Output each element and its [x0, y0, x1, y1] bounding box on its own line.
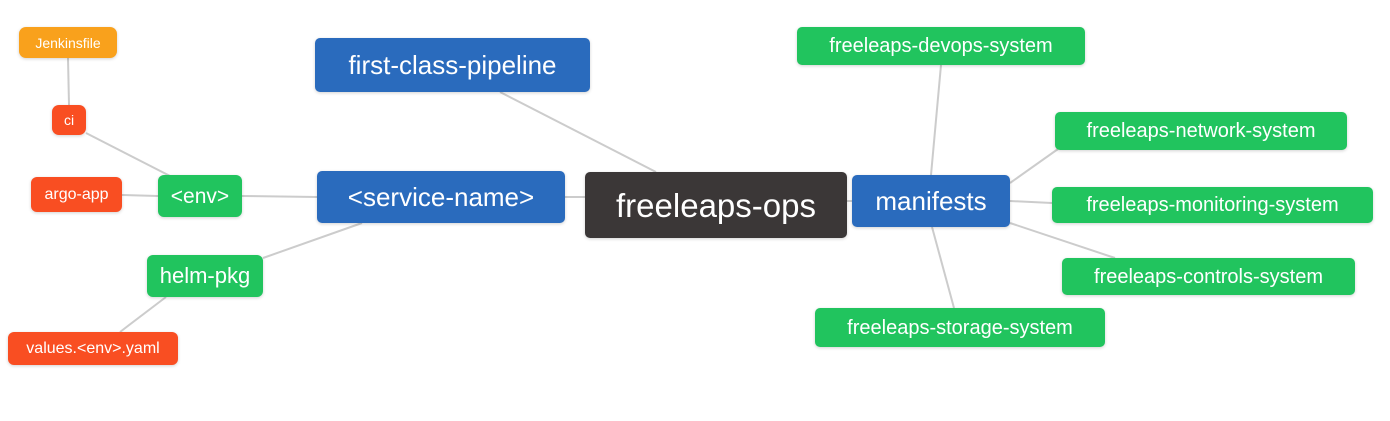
node-label-first-class-pipeline: first-class-pipeline — [348, 50, 557, 80]
node-label-argo-app: argo-app — [44, 185, 109, 203]
node-label-ci: ci — [63, 112, 75, 128]
edge-line-jenkinsfile-to-ci — [67, 57, 70, 106]
node-freeleaps-monitoring-system[interactable]: freeleaps-monitoring-system — [1052, 187, 1373, 223]
node-first-class-pipeline[interactable]: first-class-pipeline — [315, 38, 590, 92]
edge-line-values-env-yaml-to-helm-pkg — [119, 296, 167, 333]
edge-line-ci-to-env — [85, 132, 173, 178]
node-label-manifests: manifests — [875, 186, 987, 216]
node-freeleaps-network-system[interactable]: freeleaps-network-system — [1055, 112, 1347, 150]
node-manifests[interactable]: manifests — [852, 175, 1010, 227]
node-service-name[interactable]: <service-name> — [317, 171, 565, 223]
node-freeleaps-storage-system[interactable]: freeleaps-storage-system — [815, 308, 1105, 347]
edge-line-manifests-to-freeleaps-devops-system — [930, 64, 942, 176]
node-label-freeleaps-storage-system: freeleaps-storage-system — [847, 316, 1073, 339]
edge-line-manifests-to-freeleaps-monitoring-system — [1009, 200, 1053, 204]
node-values-env-yaml[interactable]: values.<env>.yaml — [8, 332, 178, 365]
node-freeleaps-devops-system[interactable]: freeleaps-devops-system — [797, 27, 1085, 65]
node-label-service-name: <service-name> — [347, 182, 535, 212]
node-label-values-env-yaml: values.<env>.yaml — [26, 339, 160, 357]
node-freeleaps-controls-system[interactable]: freeleaps-controls-system — [1062, 258, 1355, 295]
node-label-env: <env> — [170, 184, 230, 208]
edge-line-argo-app-to-env — [121, 194, 159, 197]
edge-line-env-to-service-name — [241, 195, 318, 198]
node-jenkinsfile[interactable]: Jenkinsfile — [19, 27, 117, 58]
node-label-helm-pkg: helm-pkg — [159, 263, 251, 288]
node-label-freeleaps-controls-system: freeleaps-controls-system — [1094, 265, 1323, 288]
edge-line-manifests-to-freeleaps-controls-system — [1009, 222, 1116, 259]
node-ci[interactable]: ci — [52, 105, 86, 135]
node-label-freeleaps-network-system: freeleaps-network-system — [1086, 120, 1316, 142]
edge-line-manifests-to-freeleaps-network-system — [1009, 148, 1059, 184]
node-env[interactable]: <env> — [158, 175, 242, 217]
node-label-freeleaps-monitoring-system: freeleaps-monitoring-system — [1086, 194, 1339, 216]
node-label-freeleaps-devops-system: freeleaps-devops-system — [829, 35, 1053, 57]
node-label-jenkinsfile: Jenkinsfile — [35, 34, 101, 51]
node-helm-pkg[interactable]: helm-pkg — [147, 255, 263, 297]
edge-line-helm-pkg-to-service-name — [262, 222, 363, 259]
node-label-freeleaps-ops: freeleaps-ops — [616, 186, 816, 224]
edge-line-manifests-to-freeleaps-storage-system — [931, 226, 955, 309]
node-freeleaps-ops[interactable]: freeleaps-ops — [585, 172, 847, 238]
node-argo-app[interactable]: argo-app — [31, 177, 122, 212]
edge-line-first-class-pipeline-to-freeleaps-ops — [499, 91, 657, 173]
